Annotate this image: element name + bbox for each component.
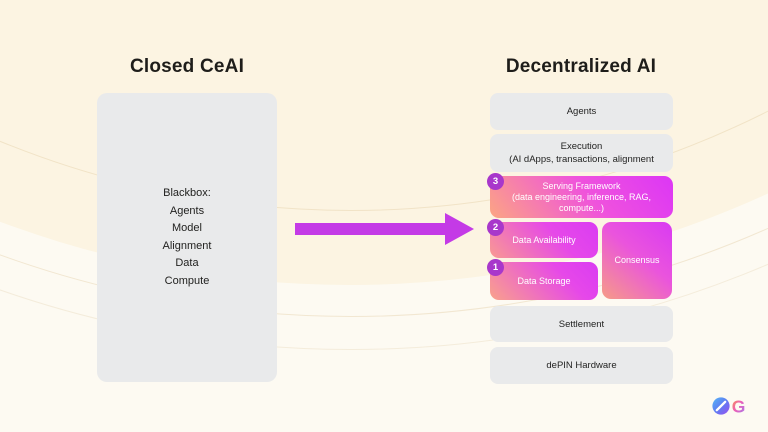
data-availability-label: Data Availability [512,234,576,245]
serving-framework-card: 3 Serving Framework (data engineering, i… [487,173,673,218]
blackbox-line: Compute [164,274,210,287]
blackbox-card: Blackbox: Agents Model Alignment Data Co… [97,93,277,382]
decentralized-ai-title: Decentralized AI [505,56,657,77]
serving-framework-label: Serving Framework [542,180,621,191]
blackbox-line: Agents [169,204,205,217]
logo-g-letter: G [732,396,746,416]
blackbox-text: Blackbox: Agents Model Alignment Data Co… [163,185,212,290]
blackbox-line: Blackbox: [163,187,211,199]
data-storage-card: 1 Data Storage [487,259,598,300]
data-storage-label: Data Storage [517,275,571,286]
blackbox-line: Data [175,257,199,269]
agents-card: Agents [490,93,673,130]
right-arrow-icon [295,213,474,245]
zero-g-logo-icon: G [712,396,746,416]
serving-framework-sublabel: compute...) [558,202,605,213]
settlement-card: Settlement [490,306,673,342]
settlement-label: Settlement [558,318,605,330]
serving-framework-sublabel: (data engineering, inference, RAG, [511,191,652,202]
step-3-badge: 3 [487,173,504,190]
execution-label: Execution [560,141,603,152]
blackbox-line: Model [172,222,202,234]
agents-label: Agents [566,106,597,117]
execution-sublabel: (AI dApps, transactions, alignment [509,154,654,165]
step-2-badge: 2 [487,219,504,236]
consensus-card: Consensus [602,222,672,299]
step-1-badge: 1 [487,259,504,276]
depin-hardware-label: dePIN Hardware [546,360,617,371]
closed-ceai-title: Closed CeAI [129,56,245,77]
depin-hardware-card: dePIN Hardware [490,347,673,384]
consensus-label: Consensus [614,255,660,265]
data-availability-card: 2 Data Availability [487,219,598,258]
blackbox-line: Alignment [162,239,212,252]
execution-card: Execution (AI dApps, transactions, align… [490,134,673,172]
